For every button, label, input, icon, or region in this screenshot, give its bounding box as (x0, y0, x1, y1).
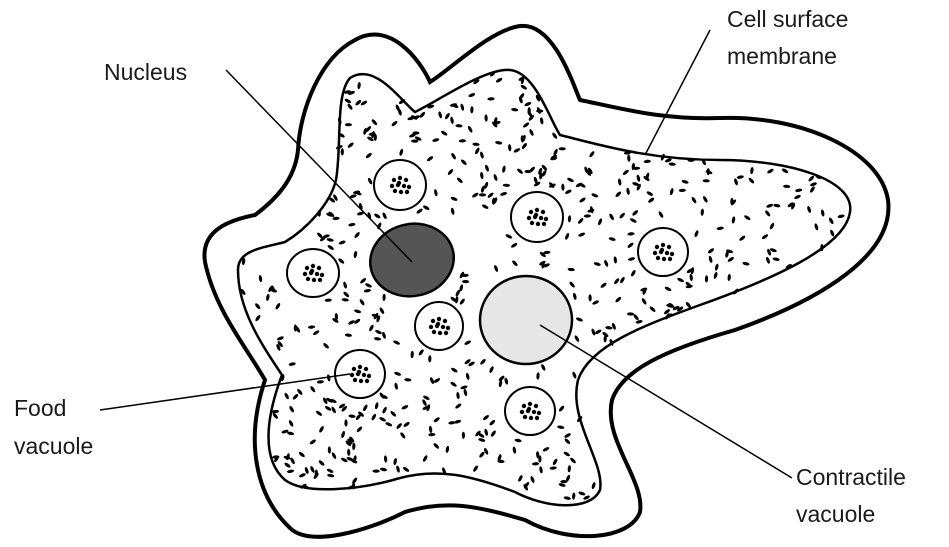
food-particle (365, 379, 369, 383)
food-particle (436, 322, 440, 326)
food-particle (390, 184, 394, 188)
food-particle (444, 331, 448, 335)
food-particle (364, 367, 368, 371)
food-particle (404, 178, 408, 182)
food-particle (667, 245, 671, 249)
food-particle (393, 189, 397, 193)
food-particle (397, 181, 401, 185)
cytoplasm-granule (462, 432, 465, 439)
label-contractile-line1: Contractile (796, 464, 906, 490)
food-particle (656, 256, 660, 260)
food-vacuole (287, 249, 339, 297)
food-particle (306, 277, 310, 281)
food-particle (357, 370, 361, 374)
food-particle (527, 407, 531, 411)
food-particle (399, 190, 403, 194)
food-particle (534, 404, 538, 408)
food-particle (350, 373, 354, 377)
food-particle (670, 252, 674, 256)
food-particle (318, 278, 322, 282)
label-food-vacuole-line2: vacuole (14, 433, 93, 459)
food-vacuole (638, 228, 688, 276)
food-particle (653, 251, 657, 255)
food-particle (536, 222, 540, 226)
cytoplasm-granule (479, 193, 486, 196)
food-particle (432, 330, 436, 334)
food-particle (317, 266, 321, 270)
food-particle (392, 178, 396, 182)
cytoplasm-granule (559, 147, 566, 150)
food-particle (527, 216, 531, 220)
food-particle (441, 325, 445, 329)
cytoplasm-granule (344, 419, 347, 426)
food-particle (534, 213, 538, 217)
cytoplasm-granule (820, 244, 823, 251)
food-particle (438, 331, 442, 335)
food-particle (668, 257, 672, 261)
cytoplasm-granule (318, 210, 321, 217)
food-particle (437, 317, 441, 321)
cytoplasm-granule (373, 470, 380, 473)
food-particle (535, 208, 539, 212)
label-cell-surface-line1: Cell surface (727, 6, 848, 32)
food-particle (303, 272, 307, 276)
food-particle (315, 272, 319, 276)
food-vacuole (505, 387, 555, 435)
food-particle (528, 402, 532, 406)
food-vacuole (335, 350, 385, 398)
food-particle (537, 411, 541, 415)
food-particle (446, 326, 450, 330)
food-particle (662, 257, 666, 261)
food-particle (665, 251, 669, 255)
food-particle (305, 266, 309, 270)
food-particle (529, 416, 533, 420)
food-particle (542, 222, 546, 226)
food-vacuole (415, 302, 463, 350)
food-particle (367, 374, 371, 378)
food-particle (398, 176, 402, 180)
food-particle (660, 248, 664, 252)
label-contractile-line2: vacuole (796, 501, 875, 527)
food-particle (541, 210, 545, 214)
food-particle (320, 273, 324, 277)
food-particle (530, 221, 534, 225)
food-particle (544, 217, 548, 221)
food-particle (443, 319, 447, 323)
food-particle (431, 319, 435, 323)
food-particle (539, 216, 543, 220)
food-particle (312, 278, 316, 282)
food-particle (529, 210, 533, 214)
cytoplasm-granule (294, 324, 297, 331)
label-cell-surface-line2: membrane (727, 43, 837, 69)
food-particle (310, 269, 314, 273)
food-particle (359, 379, 363, 383)
label-food-vacuole-line1: Food (14, 395, 66, 421)
food-particle (311, 264, 315, 268)
food-particle (352, 367, 356, 371)
food-particle (532, 410, 536, 414)
food-particle (535, 416, 539, 420)
food-particle (655, 245, 659, 249)
food-particle (407, 185, 411, 189)
food-particle (522, 404, 526, 408)
food-vacuole (511, 192, 563, 242)
food-particle (405, 190, 409, 194)
food-particle (520, 410, 524, 414)
food-particle (362, 373, 366, 377)
food-vacuole (374, 160, 426, 210)
food-particle (358, 365, 362, 369)
contractile-vacuole (480, 276, 572, 364)
food-particle (353, 378, 357, 382)
food-particle (429, 325, 433, 329)
food-particle (402, 184, 406, 188)
label-nucleus: Nucleus (104, 59, 187, 85)
food-particle (661, 243, 665, 247)
food-particle (523, 415, 527, 419)
